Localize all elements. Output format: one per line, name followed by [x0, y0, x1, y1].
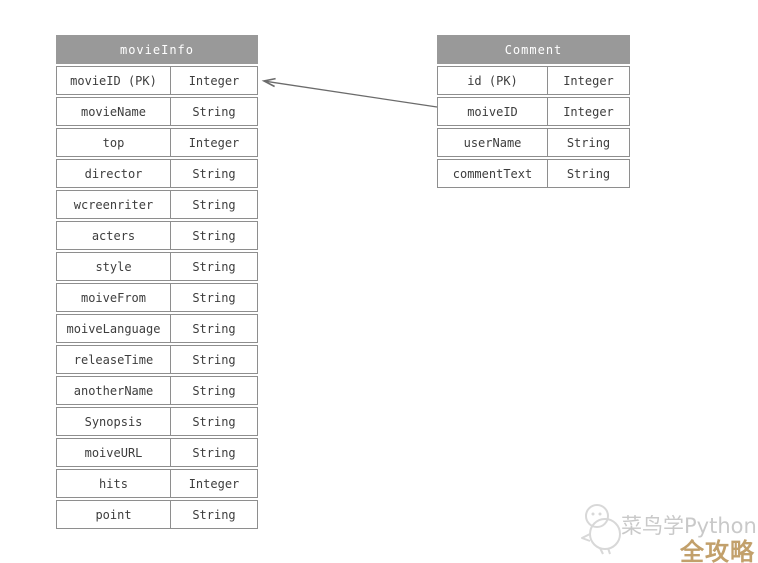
comment-table-title: Comment	[504, 42, 563, 57]
table-row: moiveFrom String	[56, 283, 258, 312]
entity-table-movieinfo: movieInfo movieID (PK) Integer movieName…	[56, 35, 258, 529]
field-type-cell: String	[566, 135, 611, 150]
table-row: Synopsis String	[56, 407, 258, 436]
bird-logo-icon	[581, 504, 621, 555]
table-row: top Integer	[56, 128, 258, 157]
field-name-cell: director	[57, 160, 171, 187]
field-type-cell: String	[566, 166, 611, 181]
field-name-cell: movieID (PK)	[57, 67, 171, 94]
field-name-cell: userName	[438, 129, 548, 156]
field-type-cell: String	[192, 259, 236, 274]
table-row: movieName String	[56, 97, 258, 126]
movieinfo-table-header: movieInfo	[56, 35, 258, 64]
field-name-cell: moiveID	[438, 98, 548, 125]
field-type-cell: String	[192, 228, 236, 243]
field-type-cell: String	[192, 507, 236, 522]
field-name-cell: moiveFrom	[57, 284, 171, 311]
field-type-cell: String	[192, 290, 236, 305]
field-name-cell: wcreenriter	[57, 191, 171, 218]
field-name-cell: moiveLanguage	[57, 315, 171, 342]
field-type-cell: String	[192, 104, 236, 119]
entity-table-comment: Comment id (PK) Integer moiveID Integer …	[437, 35, 630, 188]
field-name-cell: moiveURL	[57, 439, 171, 466]
field-name-cell: releaseTime	[57, 346, 171, 373]
field-name-cell: commentText	[438, 160, 548, 187]
table-row: director String	[56, 159, 258, 188]
field-name-cell: anotherName	[57, 377, 171, 404]
field-type-cell: Integer	[563, 73, 614, 88]
table-row: anotherName String	[56, 376, 258, 405]
table-row: acters String	[56, 221, 258, 250]
field-type-cell: Integer	[188, 476, 240, 491]
table-row: wcreenriter String	[56, 190, 258, 219]
table-row: commentText String	[437, 159, 630, 188]
table-row: style String	[56, 252, 258, 281]
table-row: movieID (PK) Integer	[56, 66, 258, 95]
table-row: point String	[56, 500, 258, 529]
field-type-cell: Integer	[563, 104, 614, 119]
watermark-badge-text: 全攻略	[680, 538, 755, 563]
movieinfo-table-title: movieInfo	[119, 42, 195, 57]
watermark-brand-text: 菜鸟学Python	[621, 514, 757, 538]
field-name-cell: style	[57, 253, 171, 280]
table-row: hits Integer	[56, 469, 258, 498]
field-type-cell: String	[192, 352, 236, 367]
field-type-cell: String	[192, 166, 236, 181]
field-type-cell: String	[192, 321, 236, 336]
field-type-cell: String	[192, 414, 236, 429]
field-name-cell: top	[57, 129, 171, 156]
table-row: moiveURL String	[56, 438, 258, 467]
table-row: moiveID Integer	[437, 97, 630, 126]
table-row: id (PK) Integer	[437, 66, 630, 95]
field-type-cell: String	[192, 197, 236, 212]
field-type-cell: String	[192, 383, 236, 398]
table-row: releaseTime String	[56, 345, 258, 374]
table-row: userName String	[437, 128, 630, 157]
field-type-cell: String	[192, 445, 236, 460]
watermark: 菜鸟学Python 全攻略	[578, 500, 758, 563]
field-name-cell: Synopsis	[57, 408, 171, 435]
field-type-cell: Integer	[188, 135, 240, 150]
table-row: moiveLanguage String	[56, 314, 258, 343]
movieinfo-table-rows: movieID (PK) Integer movieName String to…	[56, 66, 258, 529]
field-name-cell: hits	[57, 470, 171, 497]
field-type-cell: Integer	[188, 73, 240, 88]
field-name-cell: point	[57, 501, 171, 528]
field-name-cell: acters	[57, 222, 171, 249]
comment-table-header: Comment	[437, 35, 630, 64]
field-name-cell: id (PK)	[438, 67, 548, 94]
comment-table-rows: id (PK) Integer moiveID Integer userName…	[437, 66, 630, 188]
field-name-cell: movieName	[57, 98, 171, 125]
